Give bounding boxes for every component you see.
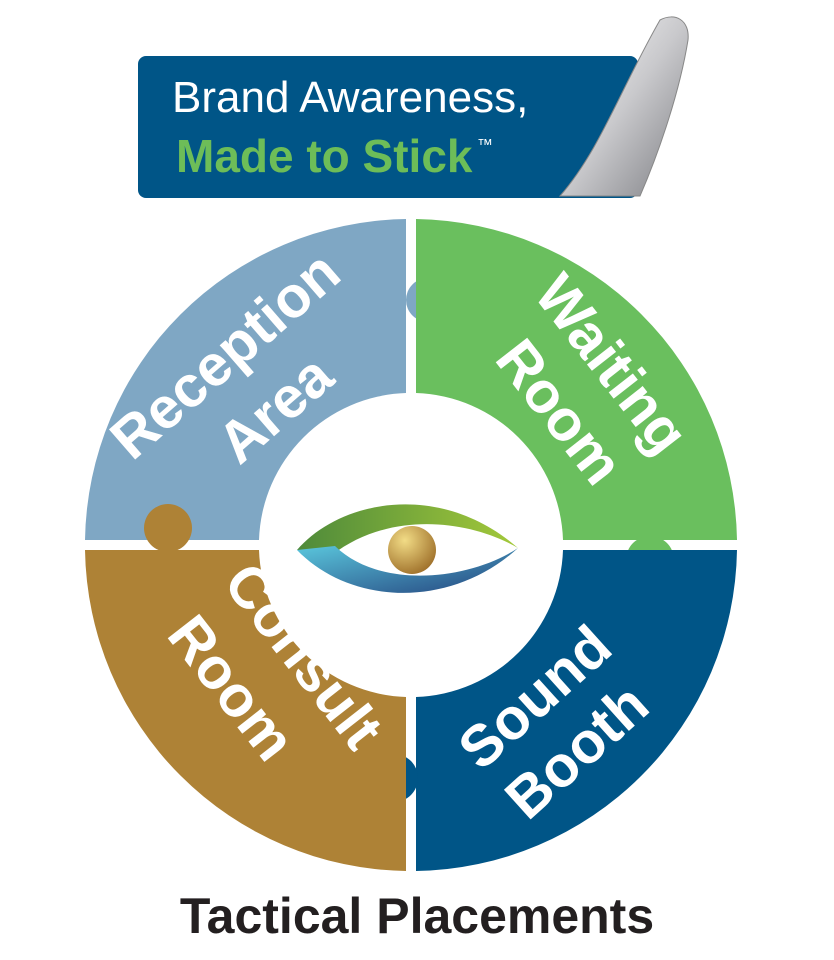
trademark: ™ xyxy=(477,137,493,154)
banner-line1: Brand Awareness, xyxy=(172,73,528,122)
page-title: Tactical Placements xyxy=(180,888,654,944)
peel-curl-icon xyxy=(558,16,689,197)
banner-background xyxy=(138,56,638,198)
segment-consult-room xyxy=(85,504,406,871)
banner: Brand Awareness, Made to Stick ™ xyxy=(138,16,689,198)
eye-icon xyxy=(297,504,518,593)
banner-line2: Made to Stick xyxy=(176,130,473,182)
